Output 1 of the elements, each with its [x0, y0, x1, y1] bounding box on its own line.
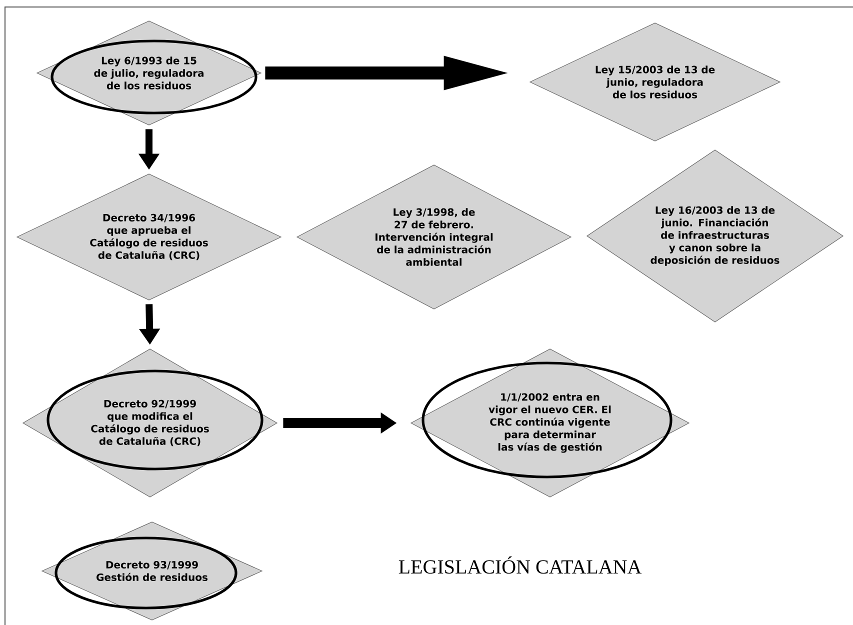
title: LEGISLACIÓN CATALANA — [398, 556, 642, 574]
